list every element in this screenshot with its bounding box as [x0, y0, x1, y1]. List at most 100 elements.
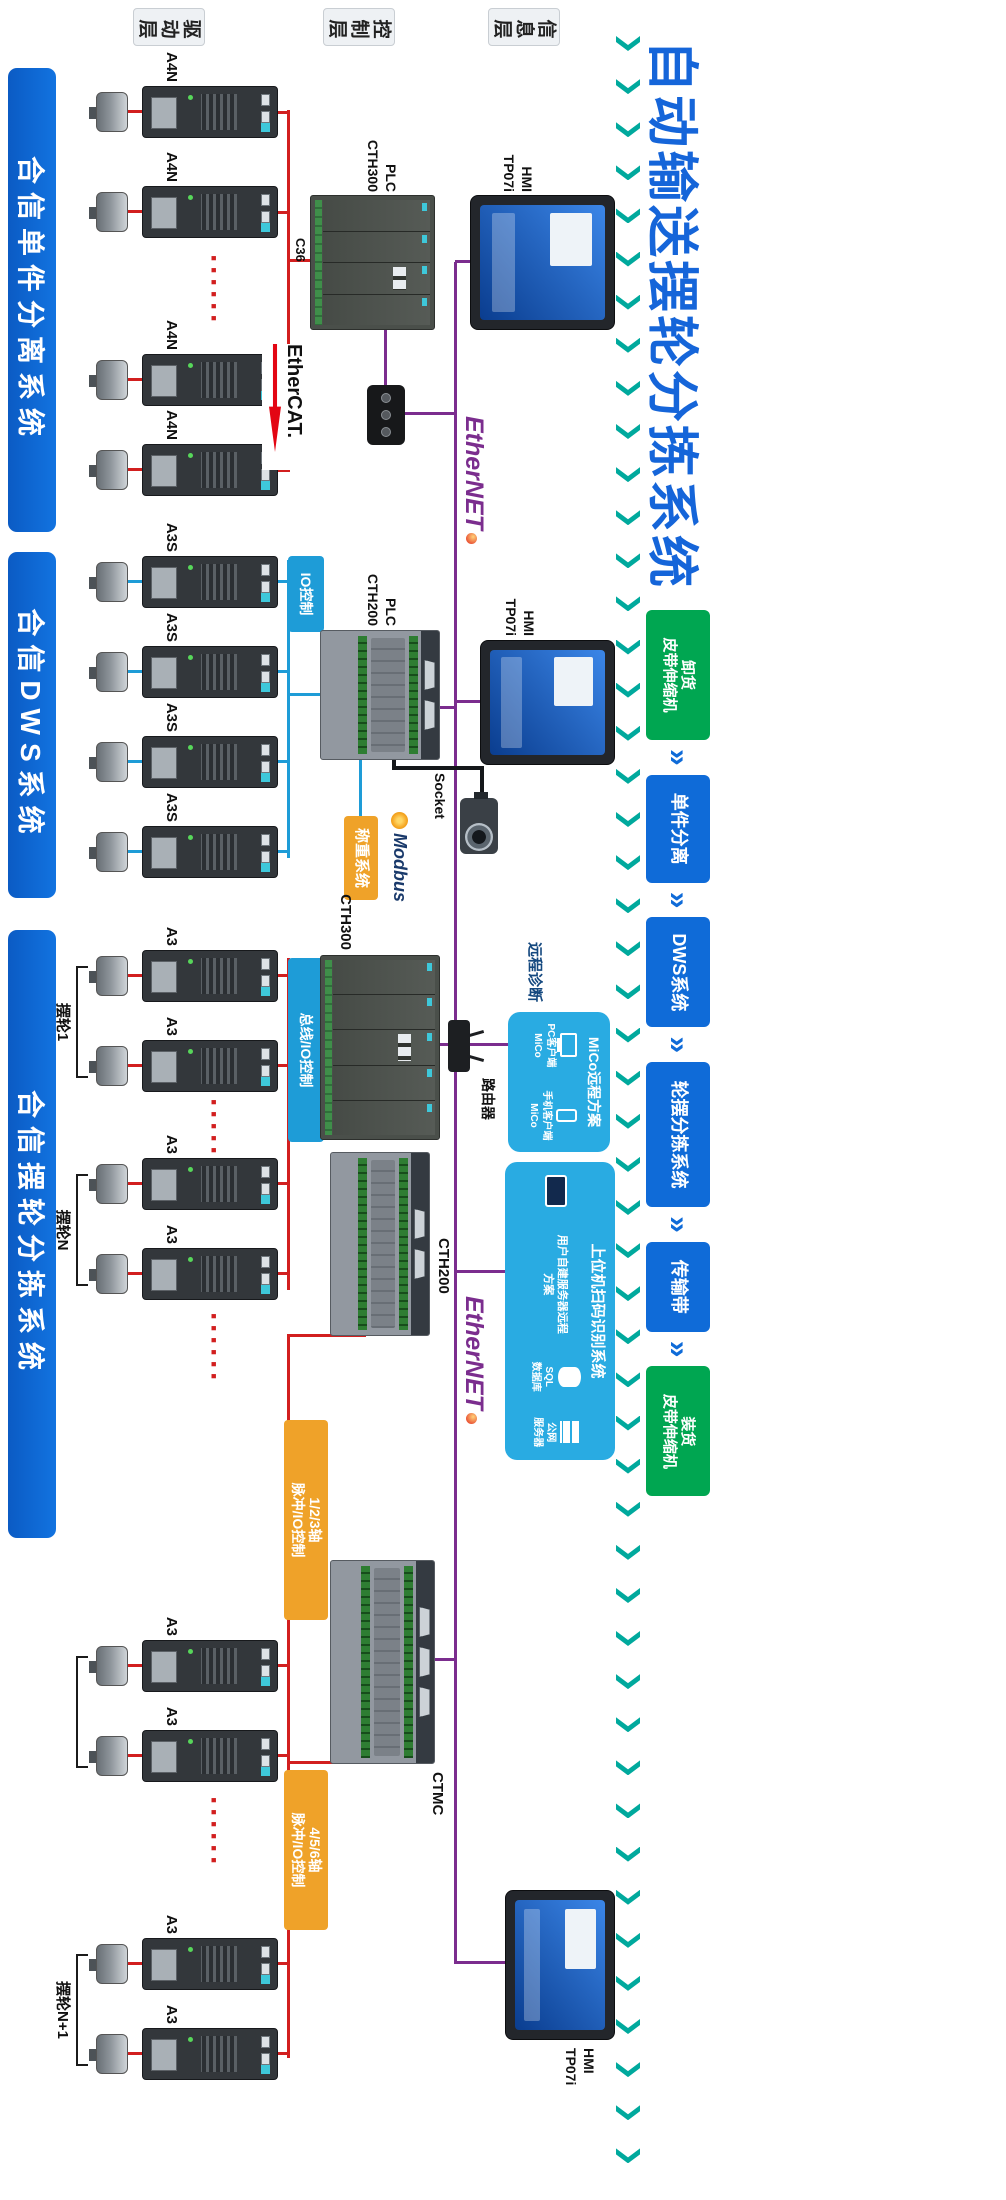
- db-connector-icon: [151, 961, 177, 993]
- flow-chevron-icon: [616, 640, 640, 655]
- flow-chevron-icon: [616, 1416, 640, 1431]
- motor-icon: [96, 832, 128, 872]
- rj45-port-icon: [261, 1166, 270, 1178]
- brand-sticker: [261, 987, 270, 996]
- monitor-icon: [560, 1033, 577, 1058]
- drive-model-label: A3S: [163, 612, 180, 642]
- plc-header: [421, 631, 439, 759]
- wheel-group-label: 摆轮N+1: [54, 1981, 71, 2039]
- rj45-port-icon: [261, 851, 270, 863]
- db-connector-icon: [151, 747, 177, 779]
- bus-model-label: C36: [293, 238, 308, 262]
- rj45-port-icon: [261, 469, 270, 481]
- flow-chevron-icon: [616, 769, 640, 784]
- flow-step: 轮摆分拣系统: [646, 1062, 710, 1208]
- flow-step: 卸货 皮带伸缩机: [646, 610, 710, 740]
- flow-chevron-icon: [616, 726, 640, 741]
- motor-icon: [96, 2034, 128, 2074]
- plc-ctmc: [330, 1560, 435, 1764]
- drive-unit: A4N: [84, 152, 306, 238]
- rj45-port-icon: [261, 834, 270, 846]
- ethercat-logo: EtherCAT.: [262, 344, 312, 470]
- pc-client-item: PC客户端 MiCo: [531, 1024, 577, 1067]
- drive-model-label: A3: [163, 2004, 180, 2024]
- wheel-group-label: 摆轮1: [54, 1002, 71, 1042]
- db-connector-icon: [151, 1949, 177, 1981]
- status-led-icon: [188, 1049, 193, 1054]
- motor-cable: [126, 1064, 142, 1067]
- rj45-port-icon: [261, 1946, 270, 1958]
- flow-chevron-icon: [616, 295, 640, 310]
- flow-chevron-icon: [616, 2019, 640, 2034]
- drive-model-label: A4N: [163, 51, 180, 82]
- drive-model-label: A3: [163, 1914, 180, 1934]
- socket-label: Socket: [432, 773, 448, 819]
- terminal-pins: [201, 564, 237, 600]
- db-connector-icon: [151, 365, 177, 397]
- drive-model-label: A3: [163, 926, 180, 946]
- servo-drive: [142, 1730, 278, 1782]
- rj45-port-icon: [261, 564, 270, 576]
- servo-drive: [142, 826, 278, 878]
- flow-chevron-icon: [616, 1545, 640, 1560]
- flow-chevron-icon: [616, 208, 640, 223]
- ellipsis-dots: ······: [198, 1796, 230, 1868]
- flow-step: 单件分离: [646, 774, 710, 883]
- terminal-pins: [201, 1166, 237, 1202]
- flow-chevron-icon: [616, 1717, 640, 1732]
- rj45-port-icon: [261, 1183, 270, 1195]
- plc-module: [333, 1100, 435, 1136]
- terminal-strip: [358, 636, 367, 754]
- ethernet-label: EtherNET: [459, 416, 488, 544]
- motor-cable: [126, 580, 142, 583]
- drive-unit: A3: [84, 1617, 306, 1692]
- modbus-cable: [359, 760, 362, 818]
- flow-chevron-icon: [616, 1071, 640, 1086]
- pulse-io-tag-b: 4/5/6轴 脉冲/IO控制: [284, 1770, 328, 1930]
- terminal-pins: [201, 1946, 237, 1982]
- connector-port-icon: [381, 427, 391, 437]
- brand-sticker: [261, 863, 270, 872]
- ethercat-arrow-icon: [269, 344, 281, 452]
- flow-chevron-icon: [616, 1200, 640, 1215]
- status-led-icon: [188, 1257, 193, 1262]
- mico-remote-box: MiCo远程方案 PC客户端 MiCo 手机客户端 MiCo: [508, 1012, 610, 1152]
- terminal-strip: [399, 1158, 408, 1330]
- status-led-icon: [188, 195, 193, 200]
- rj45-port-icon: [261, 1048, 270, 1060]
- plc-port-module: [333, 1030, 435, 1066]
- ethernet-bus: [454, 262, 457, 1964]
- drive-unit: A3: [84, 1135, 306, 1210]
- flow-arrow-icon: »: [662, 1036, 695, 1054]
- terminal-pins: [201, 194, 237, 230]
- flow-arrow-icon: »: [662, 1216, 695, 1233]
- ethernet-label: EtherNET: [459, 1296, 488, 1424]
- flow-chevron-icon: [616, 812, 640, 827]
- flow-chevron-icon: [616, 1459, 640, 1474]
- rj45-port-icon: [261, 1755, 270, 1767]
- flow-chevron-icon: [616, 1760, 640, 1775]
- public-server-item: 公网 服务器: [531, 1417, 579, 1447]
- host-pc-item: [543, 1174, 568, 1207]
- brand-sticker: [261, 683, 270, 692]
- modbus-star-icon: [391, 812, 408, 829]
- modbus-logo: Modbus: [389, 812, 410, 902]
- brand-sticker: [261, 1677, 270, 1686]
- terminal-pins: [201, 1048, 237, 1084]
- rj45-port-icon: [261, 744, 270, 756]
- drive-model-label: A3S: [163, 792, 180, 822]
- phone-client-item: 手机客户端 MiCo: [527, 1090, 577, 1140]
- motor-cable: [126, 760, 142, 763]
- rj45-port-icon: [261, 581, 270, 593]
- db-connector-icon: [415, 1249, 426, 1279]
- db-connector-icon: [420, 1687, 431, 1717]
- plc-ethernet-cable: [438, 706, 454, 709]
- db-connector-icon: [151, 1259, 177, 1291]
- drive-model-label: A4N: [163, 319, 180, 350]
- plc-module: [333, 1065, 435, 1101]
- hmi-screen: [515, 1900, 605, 2030]
- servo-drive: [142, 1248, 278, 1300]
- drive-unit: A3S: [84, 613, 306, 698]
- drive-model-label: A3: [163, 1134, 180, 1154]
- plc-cth200: [320, 630, 440, 760]
